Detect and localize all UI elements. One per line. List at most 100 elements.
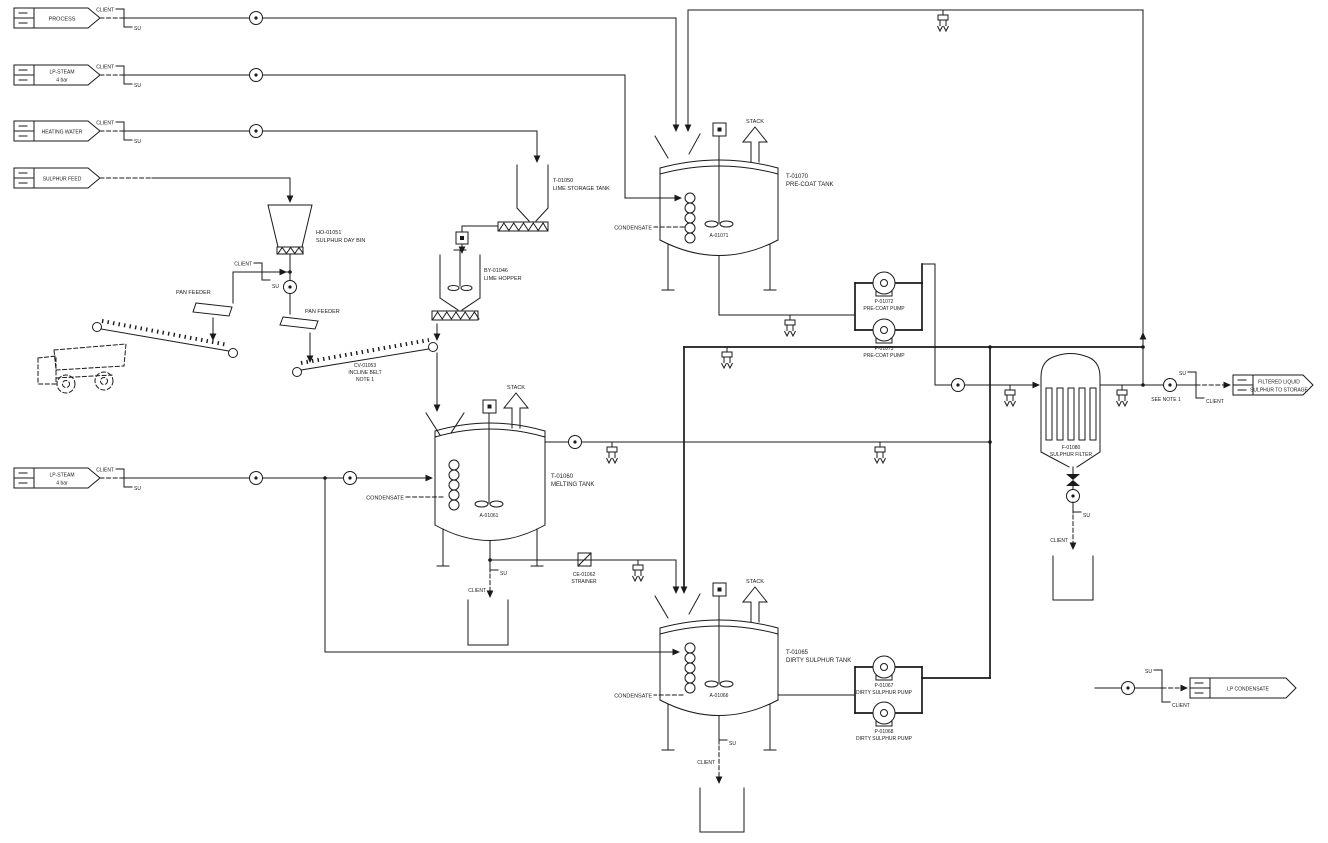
receiving-conveyor bbox=[92, 319, 238, 358]
su-marker: SU bbox=[1179, 371, 1186, 377]
pan-feeder-2: PAN FEEDER bbox=[279, 309, 340, 363]
see-note-label: SEE NOTE 1 bbox=[1151, 397, 1181, 403]
day-bin-name: SULPHUR DAY BIN bbox=[316, 238, 365, 244]
flag-filtered-label-2: SULPHUR TO STORAGE bbox=[1250, 388, 1308, 394]
client-marker: CLIENT bbox=[96, 8, 114, 14]
belt-tag: CV-01053 bbox=[354, 363, 376, 369]
dirty-pump-b-name: DIRTY SULPHUR PUMP bbox=[856, 736, 913, 742]
delivery-truck bbox=[37, 343, 127, 394]
pan-feeder-2-label: PAN FEEDER bbox=[305, 309, 340, 315]
stack-label: STACK bbox=[746, 579, 764, 585]
su-marker: SU bbox=[272, 284, 279, 290]
su-marker: SU bbox=[134, 83, 141, 89]
flag-lp-steam-bottom: LP-STEAM 4 bar CLIENT SU bbox=[13, 467, 141, 492]
client-marker: CLIENT bbox=[1172, 703, 1190, 709]
precoat-pumps: P-01072 PRE-COAT PUMP P-01073 PRE-COAT P… bbox=[854, 263, 923, 359]
flag-process: PROCESS CLIENT SU bbox=[13, 7, 141, 32]
flag-process-label: PROCESS bbox=[49, 17, 76, 23]
precoat-tank-name: PRE-COAT TANK bbox=[786, 182, 834, 188]
precoat-pump-a-tag: P-01072 bbox=[875, 299, 894, 305]
flag-heating-water: HEATING WATER CLIENT SU bbox=[13, 120, 141, 145]
pan-feeder-1: PAN FEEDER bbox=[176, 271, 234, 341]
lime-storage-tank: T-01050 LIME STORAGE TANK bbox=[455, 164, 610, 254]
flag-lp-steam-sub: 4 bar bbox=[56, 481, 68, 487]
pan-feeder-1-label: PAN FEEDER bbox=[176, 290, 211, 296]
flag-heating-water-label: HEATING WATER bbox=[42, 130, 83, 136]
dirty-sulphur-pumps: P-01067 DIRTY SULPHUR PUMP P-01068 DIRTY… bbox=[854, 655, 923, 742]
belt-note: NOTE 1 bbox=[356, 377, 374, 383]
process-lines bbox=[123, 9, 1197, 679]
dirty-pump-a-tag: P-01067 bbox=[875, 683, 894, 689]
valve-lp-steam-2a bbox=[249, 471, 263, 485]
lime-hopper: BY-01046 LIME HOPPER bbox=[431, 249, 522, 341]
belt-name: INCLINE BELT bbox=[348, 370, 381, 376]
precoat-pump-a-name: PRE-COAT PUMP bbox=[863, 306, 905, 312]
rotary-feeder bbox=[283, 280, 297, 294]
dirty-tank-tag: T-01065 bbox=[786, 650, 809, 656]
su-marker: SU bbox=[500, 571, 507, 577]
client-marker: CLIENT bbox=[96, 121, 114, 127]
valve-heating-water bbox=[249, 124, 263, 138]
dirty-agitator-tag: A-01066 bbox=[710, 693, 729, 699]
client-marker: CLIENT bbox=[96, 468, 114, 474]
condensate-label: CONDENSATE bbox=[366, 496, 404, 502]
valve-process bbox=[249, 11, 263, 25]
sulphur-filter: F-01080 SULPHUR FILTER SU CLIENT bbox=[951, 353, 1128, 601]
su-marker: SU bbox=[1083, 513, 1090, 519]
precoat-pump-b bbox=[872, 318, 896, 344]
flag-sulphur-feed: SULPHUR FEED bbox=[13, 167, 153, 189]
dirty-tank-name: DIRTY SULPHUR TANK bbox=[786, 658, 851, 664]
flag-lp-condensate-label: LP CONDENSATE bbox=[1227, 687, 1269, 693]
melting-agitator-tag: A-01061 bbox=[480, 513, 499, 519]
client-marker: CLIENT bbox=[697, 760, 715, 766]
precoat-tank-tag: T-01070 bbox=[786, 174, 809, 180]
dirty-pump-b bbox=[872, 701, 896, 727]
su-marker: SU bbox=[134, 139, 141, 145]
strainer-name: STRAINER bbox=[571, 579, 597, 585]
filtered-sulphur-outlet: SEE NOTE 1 SU CLIENT FILTERED LIQUID SUL… bbox=[1151, 371, 1314, 405]
valve-melting-vent bbox=[568, 435, 582, 449]
client-marker: CLIENT bbox=[1050, 538, 1068, 544]
precoat-agitator-tag: A-01071 bbox=[710, 233, 729, 239]
valve-lp-steam-2b bbox=[343, 471, 357, 485]
precoat-pump-b-tag: P-01073 bbox=[875, 346, 894, 352]
precoat-pump-b-name: PRE-COAT PUMP bbox=[863, 353, 905, 359]
valve-lp-steam bbox=[249, 68, 263, 82]
flag-lp-steam-label: LP-STEAM bbox=[49, 70, 74, 76]
su-marker: SU bbox=[729, 741, 736, 747]
client-marker: CLIENT bbox=[468, 588, 486, 594]
stack-label: STACK bbox=[746, 119, 764, 125]
precoat-tank: A-01071 STACK CONDENSATE T-01070 PRE-COA… bbox=[614, 119, 856, 337]
precoat-pump-a bbox=[872, 271, 896, 297]
valve-filter-inlet bbox=[951, 378, 965, 392]
flag-sulphur-feed-label: SULPHUR FEED bbox=[43, 177, 82, 183]
filter-tag: F-01080 bbox=[1062, 445, 1081, 451]
dirty-pump-b-tag: P-01068 bbox=[875, 729, 894, 735]
melting-tank: A-01061 STACK CONDENSATE T-01060 MELTING… bbox=[366, 385, 886, 567]
flag-lp-steam-top: LP-STEAM 4 bar CLIENT SU bbox=[13, 64, 141, 89]
dirty-pump-a-name: DIRTY SULPHUR PUMP bbox=[856, 690, 913, 696]
client-marker: CLIENT bbox=[96, 65, 114, 71]
client-marker: CLIENT bbox=[1206, 399, 1224, 405]
melting-outlet: CE-01062 STRAINER SU CLIENT bbox=[467, 540, 680, 646]
incline-belt: CV-01053 INCLINE BELT NOTE 1 bbox=[292, 338, 441, 412]
sulphur-day-bin: HO-01051 SULPHUR DAY BIN CLIENT SU bbox=[232, 204, 365, 315]
melting-tank-tag: T-01060 bbox=[551, 474, 574, 480]
melting-tank-name: MELTING TANK bbox=[551, 482, 594, 488]
valve-filter-drain bbox=[1066, 489, 1080, 503]
condensate-label: CONDENSATE bbox=[614, 694, 652, 700]
valve-lp-condensate bbox=[1121, 681, 1135, 695]
flag-lp-steam-label: LP-STEAM bbox=[49, 473, 74, 479]
su-marker: SU bbox=[134, 486, 141, 492]
filter-name: SULPHUR FILTER bbox=[1050, 452, 1093, 458]
lp-condensate-outlet: SU CLIENT LP CONDENSATE bbox=[1094, 669, 1297, 709]
day-bin-tag: HO-01051 bbox=[316, 230, 341, 236]
client-marker: CLIENT bbox=[234, 262, 252, 268]
valve-see-note bbox=[1163, 378, 1177, 392]
lime-hopper-tag: BY-01046 bbox=[484, 268, 508, 274]
flag-lp-steam-sub: 4 bar bbox=[56, 78, 68, 84]
stack-label: STACK bbox=[507, 385, 525, 391]
